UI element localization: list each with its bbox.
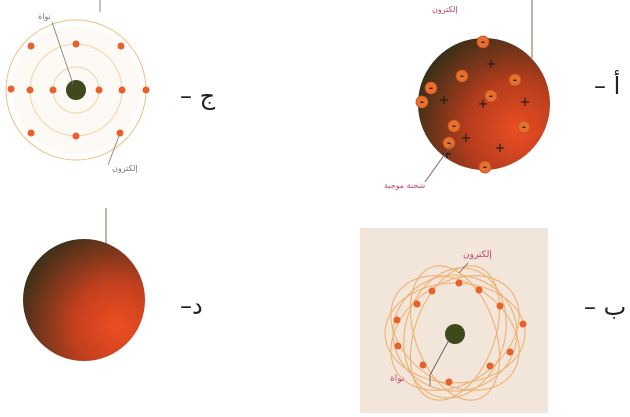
- nucleus-callout-c: نواة: [38, 12, 51, 21]
- label-b: ب –: [584, 293, 626, 321]
- label-d: د–: [180, 292, 203, 320]
- nucleus-callout-b: نواة: [390, 374, 404, 384]
- label-a: أ –: [594, 72, 620, 100]
- svg-text:-: -: [452, 121, 456, 132]
- electron-callout-a: إلكترون: [432, 5, 458, 14]
- svg-text:+: +: [478, 97, 489, 112]
- svg-text:+: +: [461, 131, 472, 146]
- solid-sphere: [23, 239, 145, 361]
- electron-callout-c: إلكترون: [112, 164, 138, 173]
- label-c: ج –: [180, 82, 215, 110]
- svg-text:-: -: [481, 37, 485, 48]
- panel-d: [20, 200, 160, 370]
- electron-callout-b: إلكترون: [463, 250, 492, 260]
- svg-text:+: +: [439, 93, 450, 108]
- panel-a: + + + + + + + --- --- --- - إلكترون شحنة…: [380, 0, 630, 200]
- svg-text:-: -: [513, 75, 517, 86]
- svg-text:+: +: [442, 147, 453, 162]
- svg-text:-: -: [483, 162, 487, 173]
- panel-c: نواة إلكترون: [0, 0, 165, 185]
- svg-text:-: -: [429, 83, 433, 94]
- svg-text:-: -: [489, 91, 493, 102]
- svg-text:-: -: [420, 97, 424, 108]
- svg-text:+: +: [520, 95, 531, 110]
- svg-text:-: -: [460, 71, 464, 82]
- nuclear-model-diagram: [360, 228, 548, 413]
- svg-text:+: +: [495, 141, 506, 156]
- solid-sphere-diagram: [20, 200, 160, 370]
- svg-text:-: -: [522, 122, 526, 133]
- plum-pudding-diagram: + + + + + + + --- --- --- -: [380, 0, 630, 200]
- panel-b: إلكترون نواة: [360, 228, 548, 413]
- nucleus-b: [445, 324, 465, 344]
- positive-charge-callout: شحنة موجبة: [384, 181, 425, 190]
- svg-text:+: +: [486, 57, 497, 72]
- nucleus-c: [66, 80, 86, 100]
- svg-text:-: -: [447, 138, 451, 149]
- bohr-diagram: [0, 0, 165, 185]
